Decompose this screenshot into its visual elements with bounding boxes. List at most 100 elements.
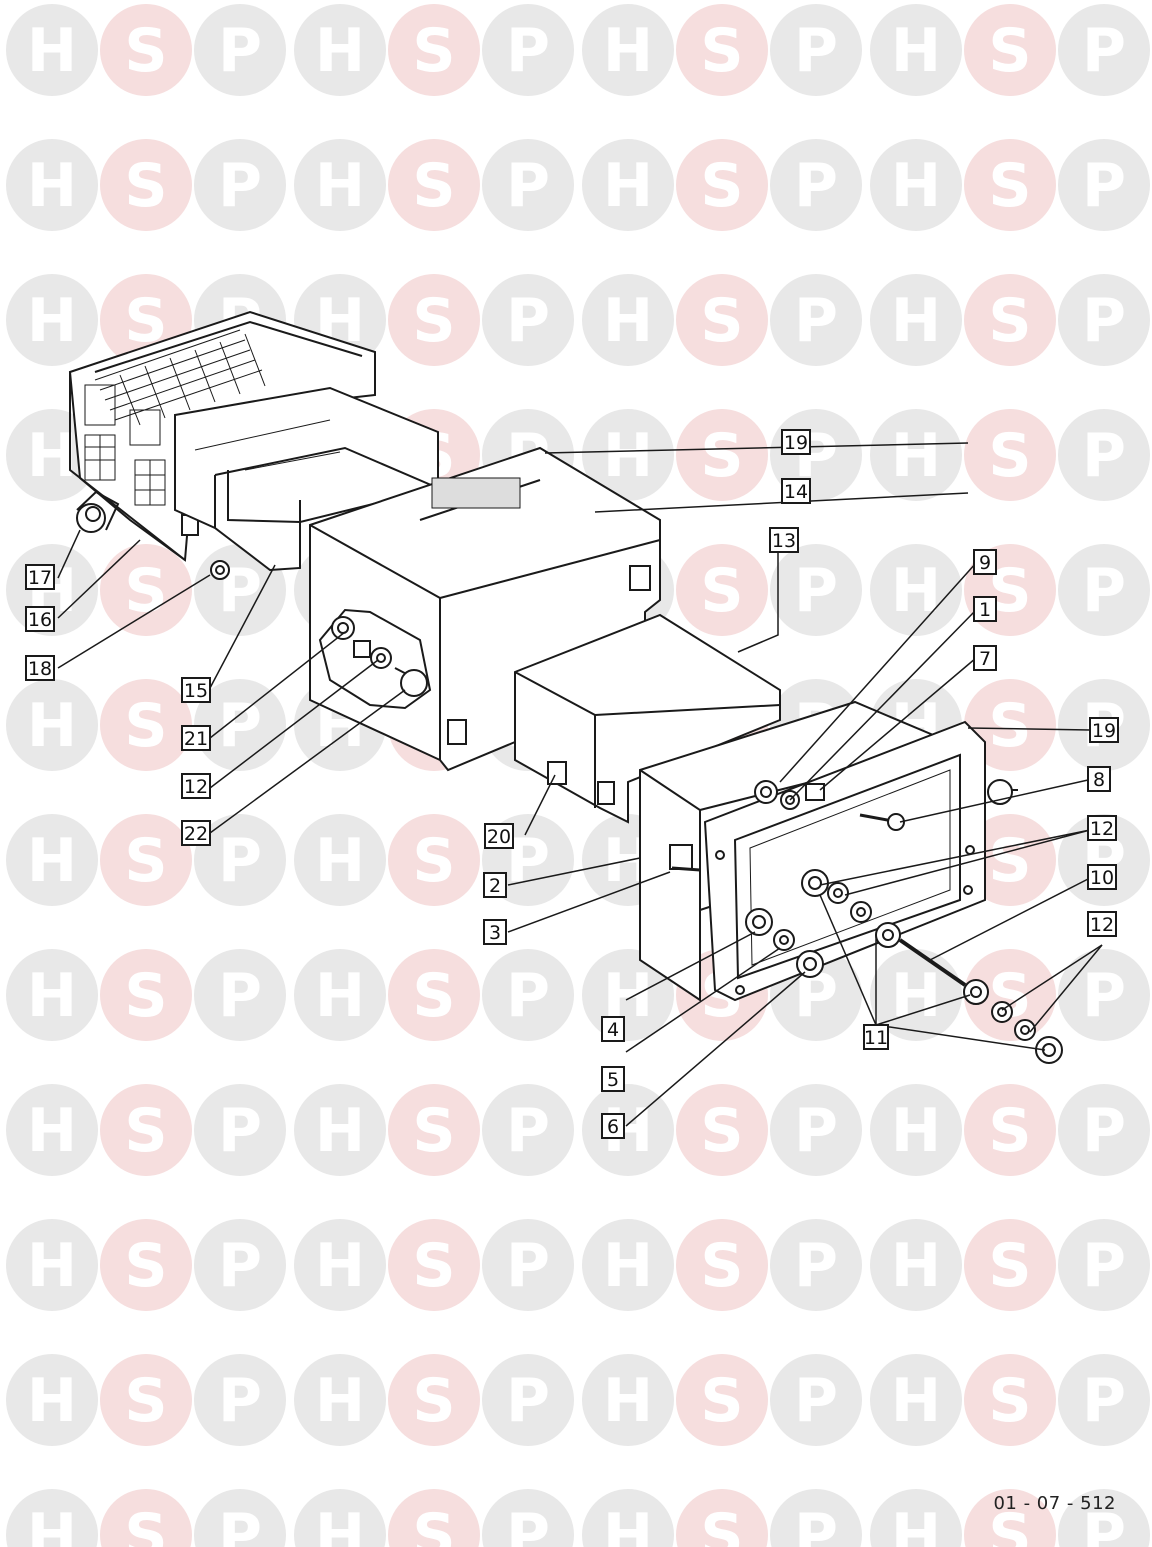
watermark-letter: S — [988, 1096, 1031, 1166]
watermark-letter: H — [891, 151, 941, 221]
watermark-circle — [870, 4, 962, 96]
watermark-circle — [388, 1354, 480, 1446]
watermark-letter: H — [27, 1096, 77, 1166]
callout-label: 7 — [979, 648, 991, 670]
callout-15: 15 — [181, 677, 211, 703]
watermark-circle — [1058, 1084, 1150, 1176]
callout-7: 7 — [973, 645, 997, 671]
watermark-letter: S — [700, 1096, 743, 1166]
watermark-letter: P — [1082, 151, 1126, 221]
watermark-letter: P — [506, 1096, 550, 1166]
watermark-circle — [870, 139, 962, 231]
callout-9: 9 — [973, 549, 997, 575]
watermark-circle — [100, 1354, 192, 1446]
watermark-circle — [1058, 1354, 1150, 1446]
watermark-letter: S — [412, 826, 455, 896]
callout-22: 22 — [181, 820, 211, 846]
watermark-circle — [194, 814, 286, 906]
watermark-circle — [964, 1354, 1056, 1446]
watermark-letter: P — [506, 1366, 550, 1436]
watermark-circle — [676, 1219, 768, 1311]
watermark-letter: P — [1082, 1096, 1126, 1166]
watermark-letter: S — [412, 1366, 455, 1436]
callout-label: 20 — [487, 826, 511, 848]
watermark-letter: H — [27, 1501, 77, 1547]
watermark-circle — [582, 1489, 674, 1547]
watermark-letter: S — [988, 691, 1031, 761]
watermark-circle — [294, 1219, 386, 1311]
watermark-letter: H — [603, 1501, 653, 1547]
watermark-letter: S — [700, 1231, 743, 1301]
watermark-circle — [964, 1219, 1056, 1311]
callout-3: 3 — [483, 919, 507, 945]
callout-20: 20 — [484, 823, 514, 849]
watermark-circle — [964, 409, 1056, 501]
watermark-letter: H — [603, 421, 653, 491]
watermark-circle — [294, 949, 386, 1041]
watermark-circle — [1058, 4, 1150, 96]
watermark-letter: H — [891, 961, 941, 1031]
watermark-circle — [388, 1084, 480, 1176]
callout-16: 16 — [25, 606, 55, 632]
watermark-circle — [870, 1354, 962, 1446]
watermark-circle — [388, 1489, 480, 1547]
callout-13: 13 — [769, 527, 799, 553]
watermark-circle — [100, 1084, 192, 1176]
watermark-circle — [770, 1084, 862, 1176]
watermark-letter: S — [412, 1096, 455, 1166]
watermark-circle — [194, 949, 286, 1041]
watermark-circle — [870, 949, 962, 1041]
watermark-circle — [676, 544, 768, 636]
watermark-letter: S — [124, 1501, 167, 1547]
watermark-letter: S — [988, 826, 1031, 896]
watermark-letter: H — [891, 1366, 941, 1436]
watermark-letter: S — [124, 1231, 167, 1301]
watermark-letter: P — [794, 1231, 838, 1301]
watermark-letter: H — [603, 16, 653, 86]
watermark-letter: S — [124, 961, 167, 1031]
watermark-circle — [388, 4, 480, 96]
watermark-circle — [294, 139, 386, 231]
watermark-circle — [194, 1489, 286, 1547]
watermark-circle — [100, 139, 192, 231]
callout-5: 5 — [601, 1066, 625, 1092]
watermark-letter: H — [27, 286, 77, 356]
callout-label: 21 — [184, 728, 208, 750]
watermark-letter: H — [891, 556, 941, 626]
watermark-circle — [482, 1354, 574, 1446]
callout-14: 14 — [781, 478, 811, 504]
watermark-letter: P — [218, 1231, 262, 1301]
watermark-letter: P — [218, 151, 262, 221]
watermark-circle — [964, 4, 1056, 96]
watermark-circle — [388, 949, 480, 1041]
watermark-circle — [100, 949, 192, 1041]
watermark-circle — [294, 4, 386, 96]
watermark-letter: H — [27, 961, 77, 1031]
leader-lines — [57, 442, 1103, 1127]
watermark-letter: S — [124, 826, 167, 896]
callout-12-left: 12 — [181, 773, 211, 799]
watermark-circle — [870, 544, 962, 636]
watermark-circle — [676, 4, 768, 96]
watermark-letter: P — [218, 961, 262, 1031]
callout-10: 10 — [1087, 864, 1117, 890]
watermark-circle — [964, 679, 1056, 771]
callout-label: 12 — [184, 776, 208, 798]
callout-label: 6 — [607, 1116, 619, 1138]
callout-label: 14 — [784, 481, 808, 503]
watermark-circle — [6, 949, 98, 1041]
watermark-letter: P — [1082, 286, 1126, 356]
watermark-circle — [194, 1219, 286, 1311]
watermark-circle — [194, 1084, 286, 1176]
watermark-letter: H — [315, 16, 365, 86]
callout-label: 10 — [1090, 867, 1114, 889]
watermark-letter: P — [794, 1501, 838, 1547]
watermark-circle — [6, 814, 98, 906]
watermark-letter: P — [794, 1096, 838, 1166]
watermark-circle — [100, 4, 192, 96]
watermark-circle — [870, 274, 962, 366]
callout-label: 19 — [784, 432, 808, 454]
callout-label: 15 — [184, 680, 208, 702]
watermark-circle — [194, 4, 286, 96]
watermark-letter: P — [506, 16, 550, 86]
